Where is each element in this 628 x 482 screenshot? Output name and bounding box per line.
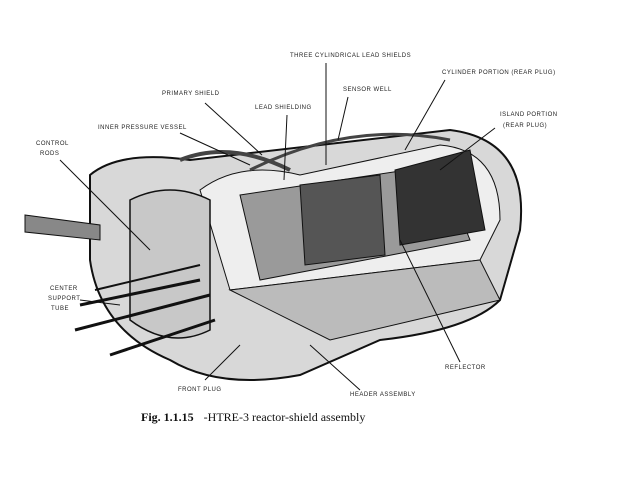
label-sensor-well: SENSOR WELL <box>343 87 392 93</box>
reactor-body <box>24 128 523 381</box>
label-rods: RODS <box>40 151 60 157</box>
label-tube: TUBE <box>51 306 70 312</box>
label-control: CONTROL <box>36 141 69 147</box>
label-front-plug: FRONT PLUG <box>178 387 222 393</box>
leader-lines <box>59 63 496 391</box>
label-primary-shield: PRIMARY SHIELD <box>162 91 220 97</box>
label-island-portion-rear-plug: (REAR PLUG) <box>503 123 548 129</box>
label-header-assembly: HEADER ASSEMBLY <box>350 392 416 398</box>
label-reflector: REFLECTOR <box>445 365 486 371</box>
label-cylinder-portion: CYLINDER PORTION (REAR PLUG) <box>442 70 556 76</box>
label-three-cylindrical-lead-shields: THREE CYLINDRICAL LEAD SHIELDS <box>290 53 412 59</box>
label-center: CENTER <box>50 286 78 292</box>
figure-caption: Fig. 1.1.15 -HTRE-3 reactor-shield assemb… <box>141 410 365 425</box>
label-support: SUPPORT <box>48 296 81 302</box>
figure-title: -HTRE-3 reactor-shield assembly <box>203 410 366 424</box>
label-lead-shielding: LEAD SHIELDING <box>255 105 312 111</box>
label-inner-pressure-vessel: INNER PRESSURE VESSEL <box>98 125 187 131</box>
figure-number: Fig. 1.1.15 <box>141 410 194 424</box>
label-island-portion: ISLAND PORTION <box>500 112 558 118</box>
